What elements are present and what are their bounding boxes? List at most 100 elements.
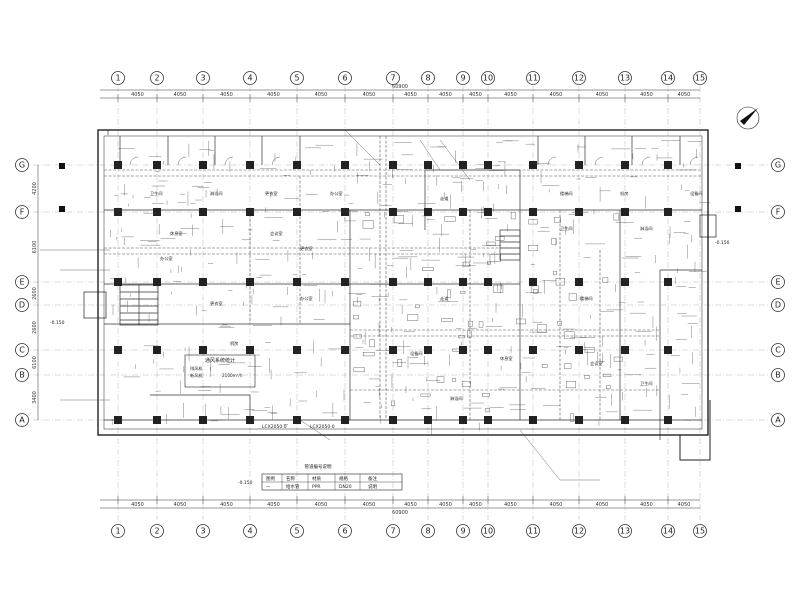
svg-text:9: 9 <box>460 527 465 536</box>
room-label: 卫生间 <box>150 190 163 197</box>
room-label: 办公室 <box>160 255 173 262</box>
grid-bubble-row-A: A <box>771 413 785 427</box>
equipment-label-2: LCX2050-0 <box>310 424 335 430</box>
level-mark-3: -0.150 <box>715 240 730 246</box>
svg-text:14: 14 <box>663 74 673 83</box>
grid-bubble-col-10: 10 <box>481 71 495 85</box>
dim-left-3: 2600 <box>32 321 38 334</box>
dim-top-12: 4050 <box>640 92 653 98</box>
dim-top-4: 4050 <box>315 92 328 98</box>
grid-bubble-row-D: D <box>15 298 29 312</box>
dim-bottom-12: 4050 <box>640 502 653 508</box>
svg-text:8: 8 <box>425 74 430 83</box>
room-label: 会议室 <box>590 360 603 367</box>
stats-line-1: 排风机 <box>190 365 203 372</box>
svg-text:12: 12 <box>574 527 584 536</box>
grid-bubble-col-8: 8 <box>421 524 435 538</box>
dim-left-4: 6100 <box>32 356 38 369</box>
svg-text:B: B <box>775 371 781 380</box>
room-label: 休息室 <box>500 355 513 362</box>
grid-bubble-col-6: 6 <box>338 71 352 85</box>
svg-text:4: 4 <box>247 527 252 536</box>
svg-text:E: E <box>19 278 24 287</box>
svg-text:F: F <box>20 208 25 217</box>
room-label: 更衣室 <box>265 190 278 197</box>
total-dimension-top: 60900 <box>392 84 408 90</box>
grid-bubble-row-F: F <box>771 205 785 219</box>
ventilation-stats-box: 通风系统统计 排风机 新风机 2100m³/h <box>184 354 256 388</box>
room-label: 更衣室 <box>210 300 223 307</box>
grid-bubble-col-12: 12 <box>572 71 586 85</box>
dim-bottom-13: 4050 <box>678 502 691 508</box>
svg-text:3: 3 <box>200 74 205 83</box>
svg-text:5: 5 <box>294 74 299 83</box>
svg-text:14: 14 <box>663 527 673 536</box>
grid-bubble-col-9: 9 <box>456 524 470 538</box>
legend-c1: 给水管 <box>286 483 300 490</box>
svg-text:1: 1 <box>115 74 120 83</box>
dim-bottom-0: 4050 <box>131 502 144 508</box>
plan-detail-lines <box>110 140 710 436</box>
dim-top-10: 4050 <box>550 92 563 98</box>
stats-title: 通风系统统计 <box>205 357 235 364</box>
svg-text:G: G <box>19 161 25 170</box>
legend-h2: 材质 <box>312 475 321 482</box>
grid-bubble-col-10: 10 <box>481 524 495 538</box>
dim-top-8: 4050 <box>469 92 482 98</box>
svg-text:13: 13 <box>620 527 630 536</box>
dim-top-1: 4050 <box>174 92 187 98</box>
svg-text:7: 7 <box>390 74 395 83</box>
grid-bubble-col-2: 2 <box>150 71 164 85</box>
grid-bubble-col-11: 11 <box>526 71 540 85</box>
dim-bottom-2: 4050 <box>220 502 233 508</box>
interior-walls <box>104 136 702 440</box>
grid-bubble-row-E: E <box>15 275 29 289</box>
grid-bubble-col-3: 3 <box>196 524 210 538</box>
room-label: 办公室 <box>330 190 343 197</box>
svg-text:G: G <box>775 161 781 170</box>
dim-bottom-11: 4050 <box>596 502 609 508</box>
room-label: 楼梯间 <box>560 190 573 197</box>
svg-text:6: 6 <box>342 74 347 83</box>
dim-bottom-4: 4050 <box>315 502 328 508</box>
stats-line-3: 2100m³/h <box>222 373 243 378</box>
legend-c4: 说明 <box>368 483 377 490</box>
dim-top-2: 4050 <box>220 92 233 98</box>
dim-left-1: 6100 <box>32 241 38 254</box>
dim-bottom-1: 4050 <box>174 502 187 508</box>
dim-left-5: 3400 <box>32 391 38 404</box>
legend-h4: 备注 <box>368 475 377 482</box>
room-label: 卫生间 <box>640 380 653 387</box>
dim-bottom-3: 4050 <box>267 502 280 508</box>
room-label: 办公室 <box>300 295 313 302</box>
grid-bubble-col-6: 6 <box>338 524 352 538</box>
grid-bubble-col-15: 15 <box>693 524 707 538</box>
room-label: 机房 <box>230 340 238 347</box>
svg-text:10: 10 <box>483 74 493 83</box>
room-label: 设备间 <box>690 190 703 197</box>
svg-text:6: 6 <box>342 527 347 536</box>
svg-text:D: D <box>775 301 781 310</box>
dim-top-11: 4050 <box>596 92 609 98</box>
svg-text:9: 9 <box>460 74 465 83</box>
grid-bubble-col-4: 4 <box>243 71 257 85</box>
grid-bubble-col-5: 5 <box>290 71 304 85</box>
svg-text:F: F <box>776 208 781 217</box>
svg-text:B: B <box>19 371 25 380</box>
svg-text:1: 1 <box>115 527 120 536</box>
grid-bubble-row-D: D <box>771 298 785 312</box>
svg-text:2: 2 <box>154 74 159 83</box>
grid-axes: 1122334455667788991010111112121313141415… <box>15 71 785 538</box>
legend-h0: 图例 <box>266 475 275 482</box>
room-label: 淋浴间 <box>640 225 653 232</box>
svg-text:7: 7 <box>390 527 395 536</box>
legend-h1: 名称 <box>286 475 295 482</box>
dim-bottom-9: 4050 <box>504 502 517 508</box>
grid-bubble-col-8: 8 <box>421 71 435 85</box>
svg-text:13: 13 <box>620 74 630 83</box>
dim-bottom-6: 4050 <box>404 502 417 508</box>
legend-h3: 规格 <box>339 475 348 482</box>
